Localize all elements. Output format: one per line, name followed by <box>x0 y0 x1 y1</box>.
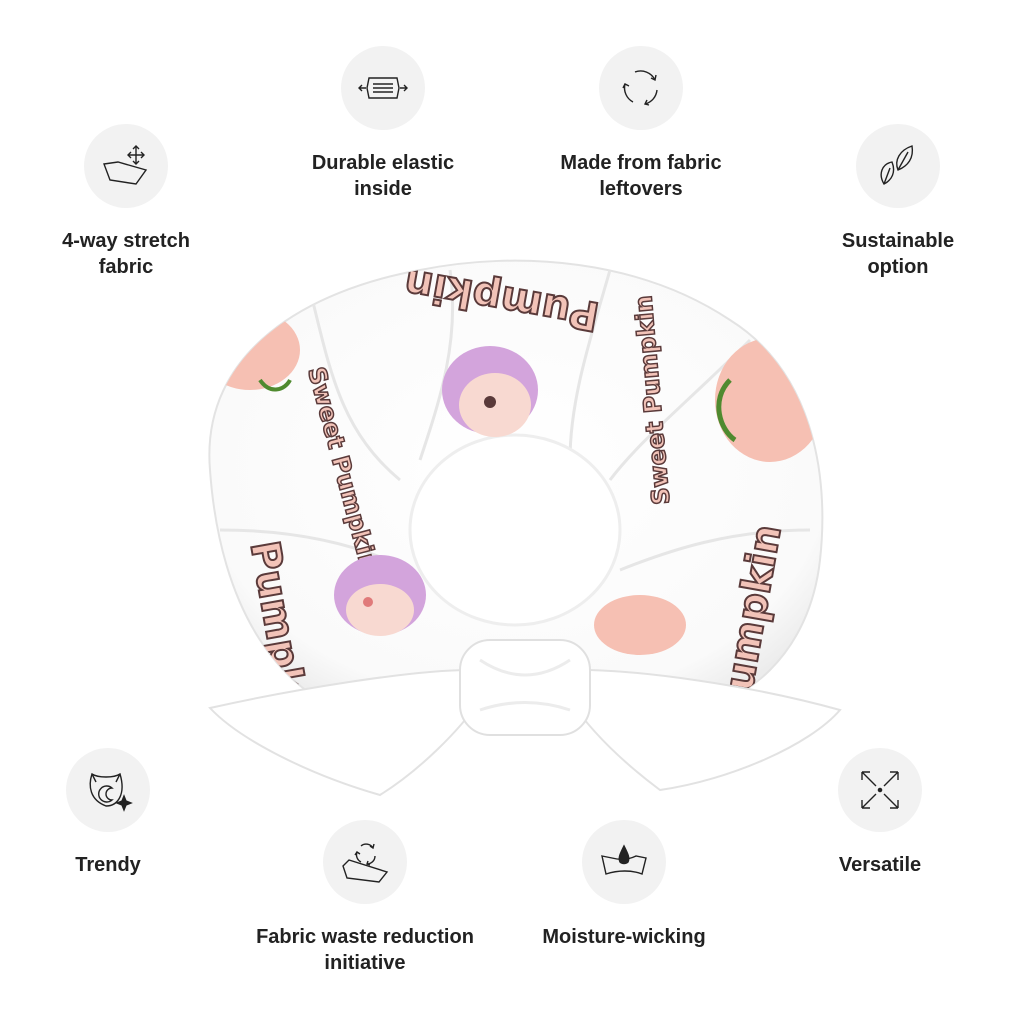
pumpkin-character <box>334 555 426 636</box>
feature-moisture-wicking: Moisture-wicking <box>494 820 754 950</box>
feature-trendy: Trendy <box>0 748 238 878</box>
scrunchie-bow-left <box>208 668 482 797</box>
elastic-icon-circle <box>341 46 425 130</box>
feature-label: Made from fabric leftovers <box>560 152 722 200</box>
pumpkin-motif <box>715 338 823 462</box>
water-drop-fabric-icon <box>601 844 647 875</box>
scrunchie-bow-right <box>568 668 842 792</box>
leaves-icon <box>880 145 914 185</box>
pumpkin-character <box>442 346 538 437</box>
recycle-icon-circle <box>599 46 683 130</box>
elastic-icon <box>358 77 408 99</box>
leaves-icon-circle <box>856 124 940 208</box>
cat-moon-sparkle-icon <box>89 772 133 812</box>
stretch-fabric-icon <box>103 145 148 185</box>
expand-arrows-icon-circle <box>838 748 922 832</box>
feature-label: Sustainable option <box>841 230 955 278</box>
fabric-recycle-icon <box>342 843 389 883</box>
cat-moon-sparkle-icon-circle <box>66 748 150 832</box>
feature-fabric-leftovers: Made from fabric leftovers <box>511 46 771 202</box>
recycle-icon <box>622 70 658 106</box>
feature-label: Fabric waste reduction initiative <box>256 926 474 974</box>
pumpkin-character <box>594 595 686 655</box>
feature-4-way-stretch: 4-way stretch fabric <box>0 124 256 280</box>
feature-label: Moisture-wicking <box>542 926 706 948</box>
feature-versatile: Versatile <box>750 748 1010 878</box>
scrunchie-illustration: Pumpkin Sweet Pumpkin Sweet Pumpkin Pump… <box>208 259 842 797</box>
feature-label: 4-way stretch fabric <box>62 230 190 278</box>
fabric-recycle-icon-circle <box>323 820 407 904</box>
water-drop-fabric-icon-circle <box>582 820 666 904</box>
feature-sustainable: Sustainable option <box>768 124 1024 280</box>
expand-arrows-icon <box>861 771 899 809</box>
feature-label: Versatile <box>838 854 922 876</box>
scrunchie-image: Pumpkin Sweet Pumpkin Sweet Pumpkin Pump… <box>190 230 850 810</box>
feature-fabric-waste-reduction: Fabric waste reduction initiative <box>235 820 495 976</box>
feature-durable-elastic: Durable elastic inside <box>253 46 513 202</box>
scrunchie-bow-knot <box>459 639 591 736</box>
feature-label: Durable elastic inside <box>311 152 455 200</box>
scrunchie-hole <box>408 433 622 627</box>
stretch-fabric-icon-circle <box>84 124 168 208</box>
feature-label: Trendy <box>75 854 141 876</box>
